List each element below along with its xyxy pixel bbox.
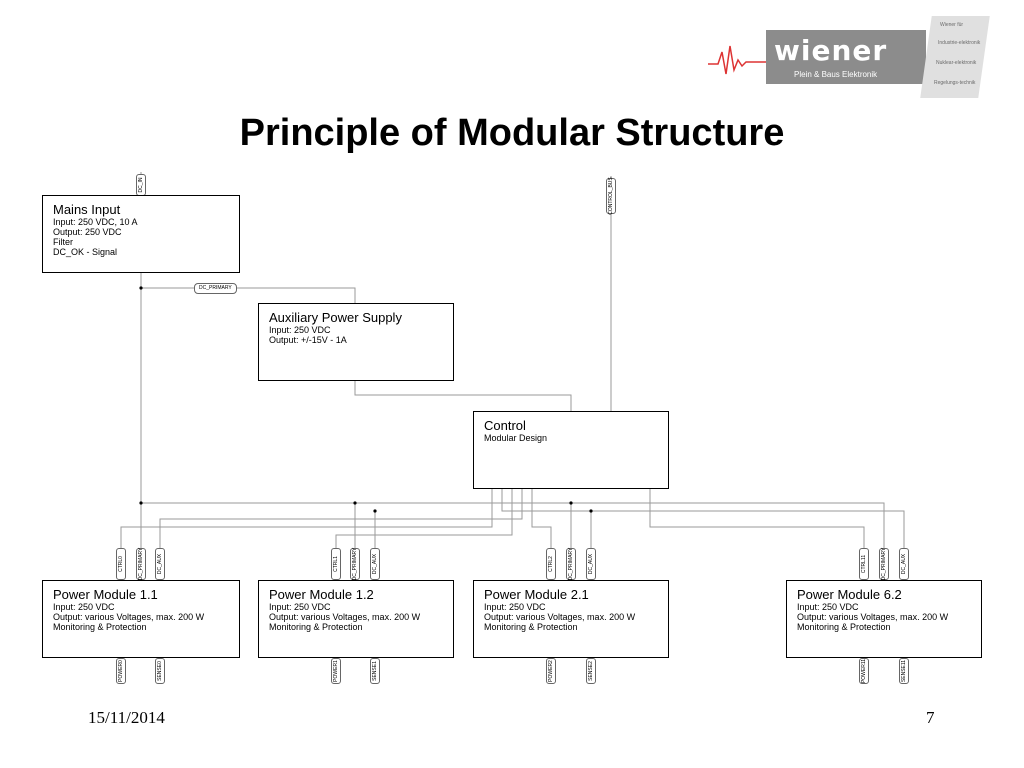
signal-pin-power: POWER1	[331, 658, 341, 684]
junction-dot	[139, 286, 143, 290]
block-line: Output: various Voltages, max. 200 W	[53, 612, 205, 622]
block-title: Control	[484, 418, 526, 433]
signal-pin-control-bus: CONTROL_BUS	[606, 177, 616, 215]
wire	[120, 489, 493, 548]
junction-dot	[373, 509, 377, 513]
signal-pin-dc-aux: DC_AUX	[899, 548, 909, 580]
logo-wordmark: wiener	[774, 34, 888, 67]
block-title: Mains Input	[53, 202, 121, 217]
block-line: Output: various Voltages, max. 200 W	[269, 612, 421, 622]
junction-dot	[569, 501, 573, 505]
signal-pin-dc-primary: DC_PRIMARY	[350, 547, 360, 581]
signal-pin-dc-aux: DC_AUX	[155, 548, 165, 580]
logo-side-tag: Industrie-elektronik	[938, 40, 981, 46]
block-line: Modular Design	[484, 433, 548, 443]
signal-pin-dc-primary: DC_PRIMARY	[566, 547, 576, 581]
logo-box	[766, 30, 926, 84]
signal-pin-sense: SENSE1	[370, 658, 380, 684]
block-line: DC_OK - Signal	[53, 247, 118, 257]
block-line: Monitoring & Protection	[269, 622, 363, 632]
slide-title: Principle of Modular Structure	[239, 112, 785, 154]
signal-pin-dc-aux: DC_AUX	[586, 548, 596, 580]
block-title: Auxiliary Power Supply	[269, 310, 402, 325]
block-power-module-6-2: Power Module 6.2 Input: 250 VDC Output: …	[786, 580, 982, 658]
wire	[141, 502, 356, 548]
wire	[501, 489, 905, 548]
block-power-module-1-1: Power Module 1.1 Input: 250 VDC Output: …	[42, 580, 240, 658]
block-line: Monitoring & Protection	[797, 622, 891, 632]
junction-dot	[589, 509, 593, 513]
wire	[141, 287, 356, 303]
wiener-logo: wiener Plein & Baus Elektronik Wiener fü…	[708, 16, 990, 98]
wire	[335, 489, 513, 548]
block-title: Power Module 6.2	[797, 587, 902, 602]
footer-page-number: 7	[926, 708, 935, 727]
block-auxiliary-power-supply: Auxiliary Power Supply Input: 250 VDC Ou…	[258, 303, 454, 381]
logo-side-tag: Regelungs-technik	[934, 80, 976, 86]
block-line: Input: 250 VDC	[269, 325, 331, 335]
block-power-module-2-1: Power Module 2.1 Input: 250 VDC Output: …	[473, 580, 669, 658]
signal-pin-ctrl: CTRL2	[546, 548, 556, 580]
wire	[571, 502, 885, 548]
signal-pin-power: POWER0	[116, 658, 126, 684]
wire	[649, 489, 865, 548]
signal-pin-ctrl: CTRL11	[859, 548, 869, 580]
signal-pin-sense: SENSE11	[899, 658, 909, 684]
block-line: Input: 250 VDC, 10 A	[53, 217, 138, 227]
logo-side-tag: Wiener für	[940, 22, 964, 28]
block-mains-input: Mains Input Input: 250 VDC, 10 A Output:…	[42, 195, 240, 273]
signal-pin-dc-aux: DC_AUX	[370, 548, 380, 580]
block-line: Input: 250 VDC	[269, 602, 331, 612]
signal-pin-dc-in: DC_IN	[136, 174, 146, 196]
signal-pin-ctrl: CTRL0	[116, 548, 126, 580]
block-line: Monitoring & Protection	[484, 622, 578, 632]
block-power-module-1-2: Power Module 1.2 Input: 250 VDC Output: …	[258, 580, 454, 658]
wire	[355, 502, 572, 548]
signal-pin-ctrl: CTRL1	[331, 548, 341, 580]
junction-dot	[139, 501, 143, 505]
waveform-icon	[708, 45, 768, 75]
signal-pin-dc-primary: DC_PRIMARY	[879, 547, 889, 581]
block-line: Input: 250 VDC	[53, 602, 115, 612]
block-title: Power Module 2.1	[484, 587, 589, 602]
signal-pin-sense: SENSE2	[586, 658, 596, 684]
block-line: Output: +/-15V - 1A	[269, 335, 347, 345]
block-control: Control Modular Design	[473, 411, 669, 489]
wire	[531, 489, 552, 548]
block-title: Power Module 1.2	[269, 587, 374, 602]
block-line: Output: various Voltages, max. 200 W	[797, 612, 949, 622]
junction-dot	[353, 501, 357, 505]
block-title: Power Module 1.1	[53, 587, 158, 602]
block-line: Monitoring & Protection	[53, 622, 147, 632]
signal-pin-sense: SENSE0	[155, 658, 165, 684]
signal-pin-power: POWER2	[546, 658, 556, 684]
signal-label-dc-primary: DC_PRIMARY	[194, 283, 237, 294]
wire	[354, 380, 572, 411]
signal-pin-dc-primary: DC_PRIMARY	[136, 547, 146, 581]
block-line: Input: 250 VDC	[484, 602, 546, 612]
block-line: Input: 250 VDC	[797, 602, 859, 612]
logo-side-tag: Nuklear-elektronik	[936, 60, 977, 66]
block-line: Filter	[53, 237, 73, 247]
logo-tagline: Plein & Baus Elektronik	[794, 70, 878, 79]
signal-pin-power: POWER11	[859, 658, 869, 684]
block-line: Output: various Voltages, max. 200 W	[484, 612, 636, 622]
footer-date: 15/11/2014	[88, 708, 165, 727]
wire	[159, 489, 523, 548]
block-line: Output: 250 VDC	[53, 227, 122, 237]
